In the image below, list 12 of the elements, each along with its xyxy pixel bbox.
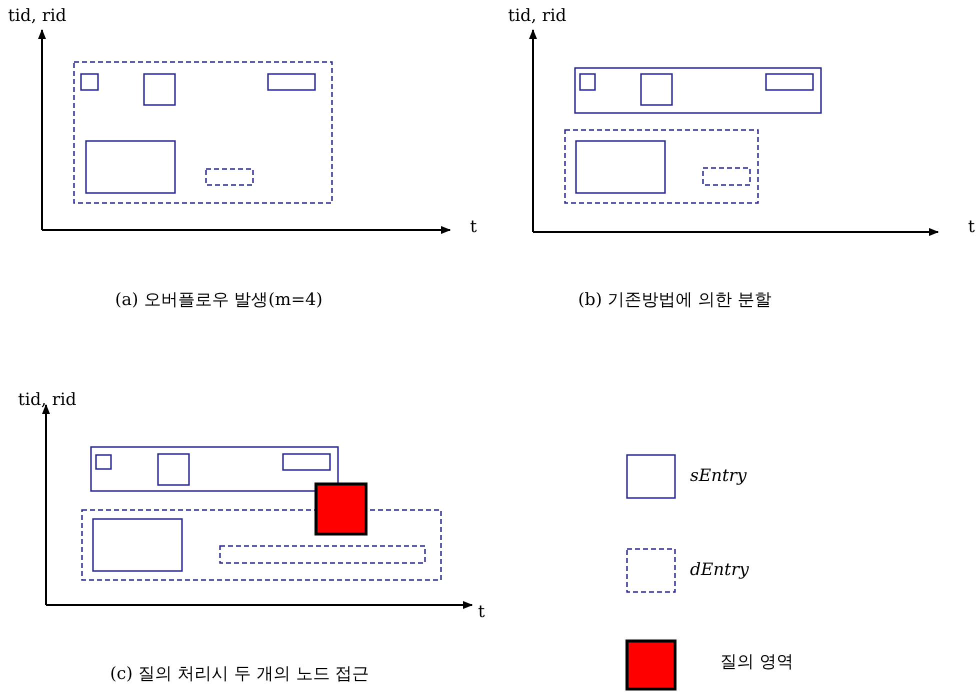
caption: (a) 오버플로우 발생(m=4)	[115, 292, 323, 309]
axis-label: tid, rid	[8, 8, 66, 25]
caption: (b) 기존방법에 의한 분할	[578, 292, 772, 309]
caption: (c) 질의 처리시 두 개의 노드 접근	[110, 666, 370, 683]
axis-label: tid, rid	[508, 8, 566, 25]
axis-label: t	[968, 219, 975, 236]
legend-label: sEntry	[690, 468, 747, 485]
axis-label: tid, rid	[18, 392, 76, 409]
legend-label: dEntry	[690, 562, 749, 579]
legend-label: 질의 영역	[720, 654, 794, 671]
axis-label: t	[478, 604, 485, 621]
axis-label: t	[470, 219, 477, 236]
